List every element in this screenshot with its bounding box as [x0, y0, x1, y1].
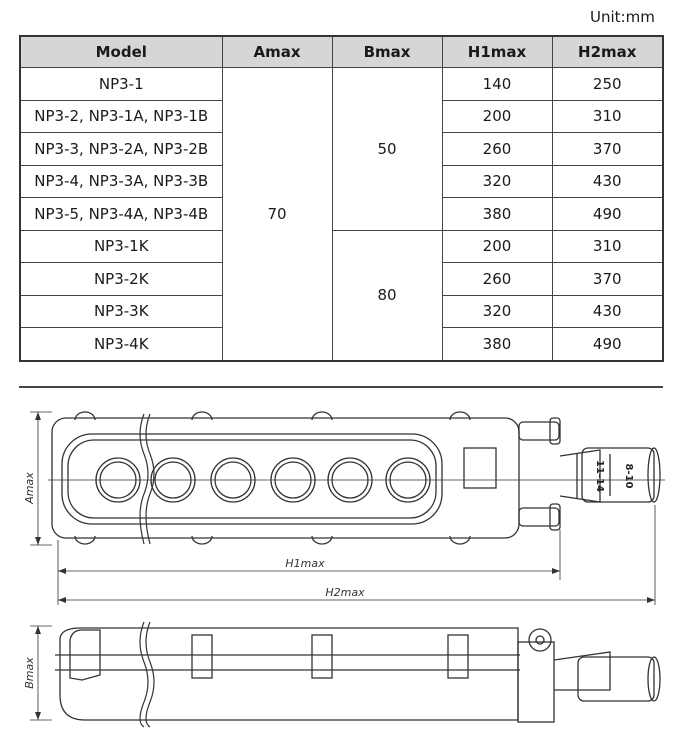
- cell-h2max: 310: [551, 229, 664, 263]
- cell-bmax-group-1: 50: [331, 67, 443, 231]
- cell-h1max: 260: [441, 262, 553, 296]
- table-row: NP3-3K 320 430: [19, 294, 664, 328]
- cable-label-1: 11-14: [594, 460, 605, 492]
- pendant-drawings: Amax H1max H2max Bmax 11-14 8-10: [23, 411, 665, 728]
- cell-model: NP3-1K: [19, 229, 223, 263]
- header-amax: Amax: [221, 35, 333, 68]
- cell-h1max: 380: [441, 327, 553, 361]
- cell-model: NP3-4K: [19, 327, 223, 361]
- cell-h2max: 370: [551, 262, 664, 296]
- cell-h2max: 250: [551, 67, 664, 101]
- cell-model: NP3-1: [19, 67, 223, 101]
- cell-h2max: 490: [551, 327, 664, 361]
- table-header-row: Model Amax Bmax H1max H2max: [19, 35, 664, 68]
- cell-amax: 70: [221, 67, 333, 361]
- table-row: NP3-1K 80 200 310: [19, 229, 664, 361]
- cell-h1max: 320: [441, 164, 553, 198]
- table-row: NP3-2K 260 370: [19, 262, 664, 296]
- label-amax: Amax: [23, 472, 36, 505]
- header-model: Model: [19, 35, 223, 68]
- header-h1max: H1max: [441, 35, 553, 68]
- cell-h2max: 430: [551, 164, 664, 198]
- cell-h2max: 490: [551, 197, 664, 231]
- cell-bmax-group-2: 80: [331, 229, 443, 361]
- cell-model: NP3-4, NP3-3A, NP3-3B: [19, 164, 223, 198]
- dimension-table: Model Amax Bmax H1max H2max NP3-1 70 50 …: [19, 35, 664, 362]
- unit-label: Unit:mm: [590, 8, 655, 26]
- cell-h1max: 200: [441, 229, 553, 263]
- label-h2max: H2max: [325, 586, 365, 599]
- table-row: NP3-4, NP3-3A, NP3-3B 320 430: [19, 164, 664, 198]
- cell-h1max: 260: [441, 132, 553, 166]
- top-view-drawing: [48, 411, 665, 545]
- cell-h2max: 370: [551, 132, 664, 166]
- cell-h2max: 430: [551, 294, 664, 328]
- header-bmax: Bmax: [331, 35, 443, 68]
- cell-h1max: 380: [441, 197, 553, 231]
- cell-model: NP3-3K: [19, 294, 223, 328]
- header-h2max: H2max: [551, 35, 664, 68]
- cell-model: NP3-2K: [19, 262, 223, 296]
- table-row: NP3-1 70 50 140 250: [19, 67, 664, 361]
- label-bmax: Bmax: [23, 657, 36, 689]
- table-row: NP3-5, NP3-4A, NP3-4B 380 490: [19, 197, 664, 231]
- cable-label-2: 8-10: [623, 463, 634, 488]
- table-row: NP3-3, NP3-2A, NP3-2B 260 370: [19, 132, 664, 166]
- cell-h1max: 320: [441, 294, 553, 328]
- cell-model: NP3-2, NP3-1A, NP3-1B: [19, 99, 223, 133]
- cell-model: NP3-3, NP3-2A, NP3-2B: [19, 132, 223, 166]
- section-divider: [19, 386, 663, 388]
- table-row: NP3-4K 380 490: [19, 327, 664, 361]
- label-h1max: H1max: [285, 557, 325, 570]
- cell-model: NP3-5, NP3-4A, NP3-4B: [19, 197, 223, 231]
- cell-h1max: 200: [441, 99, 553, 133]
- table-row: NP3-2, NP3-1A, NP3-1B 200 310: [19, 99, 664, 133]
- cell-h2max: 310: [551, 99, 664, 133]
- side-view-drawing: [55, 621, 661, 728]
- cell-h1max: 140: [441, 67, 553, 101]
- dimension-lines: [30, 411, 656, 721]
